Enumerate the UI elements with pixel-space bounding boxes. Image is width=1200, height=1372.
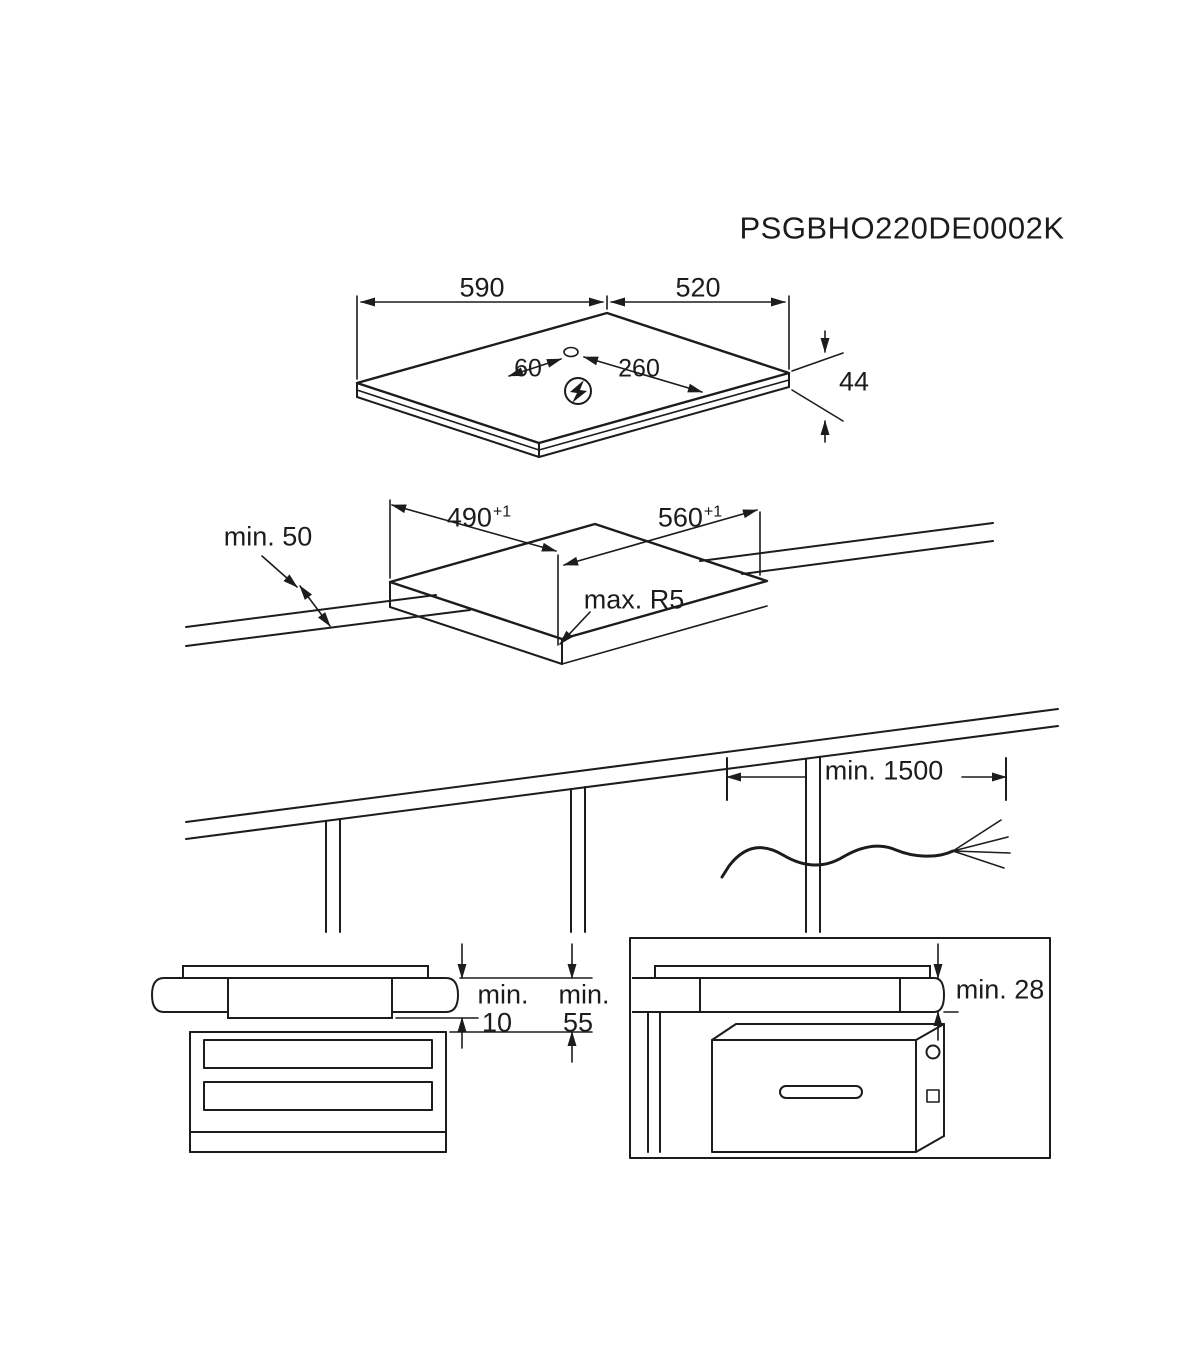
cutout-width-tolerance: +1 [703, 503, 723, 521]
max-r5-leader-arrow [559, 611, 591, 645]
cutout-depth-tolerance: +1 [492, 503, 512, 521]
oven-clearance-dimension: min. 28 [955, 974, 1045, 1005]
corner-radius-dimension: max. R5 [583, 584, 685, 615]
drawer-cabinet [189, 1031, 447, 1153]
rear-clearance-dimension: min. 50 [223, 521, 313, 552]
cutout-width-dimension: 560+1 [657, 502, 723, 533]
dim-260-arrow [583, 356, 703, 393]
hob-depth-dimension: 520 [675, 272, 721, 303]
hole-span-dimension: 260 [618, 354, 660, 383]
hob-height-dimension: 44 [838, 366, 870, 397]
oven-knob [925, 1044, 941, 1060]
hob-drawer-clearance-value: 10 [481, 1007, 513, 1038]
hob-body-section [699, 977, 901, 1013]
cable-entry-hole [563, 346, 579, 358]
product-code: PSGBHO220DE0002K [739, 210, 1065, 246]
drawer-clearance-view [150, 943, 593, 1153]
power-cable [720, 844, 955, 879]
cutout-width-value: 560 [657, 502, 703, 533]
cutout-depth-dimension: 490+1 [446, 502, 512, 533]
cable-wire-ends [952, 819, 1011, 869]
power-connection-icon [564, 377, 592, 405]
dim-560-arrow [563, 509, 758, 566]
worktop-drawer-clearance-prefix: min. [558, 979, 610, 1010]
min-50-leader-arrow [261, 555, 298, 588]
dim-60-arrow [508, 358, 562, 377]
oven-handle [779, 1085, 863, 1099]
worktop-cutout-view [185, 499, 1059, 933]
cable-length-dimension: min. 1500 [824, 755, 944, 786]
hob-body-section [227, 977, 393, 1019]
hole-offset-dimension: 60 [514, 354, 542, 383]
power-cable-drawing [720, 757, 1011, 879]
dim-490-arrow [391, 504, 557, 552]
hob-isometric-view [355, 295, 844, 458]
cutout-depth-value: 490 [446, 502, 492, 533]
worktop-drawer-clearance-value: 55 [562, 1007, 594, 1038]
hob-drawer-clearance-prefix: min. [477, 979, 529, 1010]
worktop-legs [325, 756, 821, 933]
hob-width-dimension: 590 [459, 272, 505, 303]
view-frame [629, 937, 1051, 1159]
hob-glass-section [654, 965, 931, 979]
oven-clearance-view [629, 937, 1051, 1159]
built-in-oven [711, 1023, 945, 1153]
hob-glass-section [182, 965, 429, 979]
drawer-2 [203, 1081, 433, 1111]
drawer-1 [203, 1039, 433, 1069]
